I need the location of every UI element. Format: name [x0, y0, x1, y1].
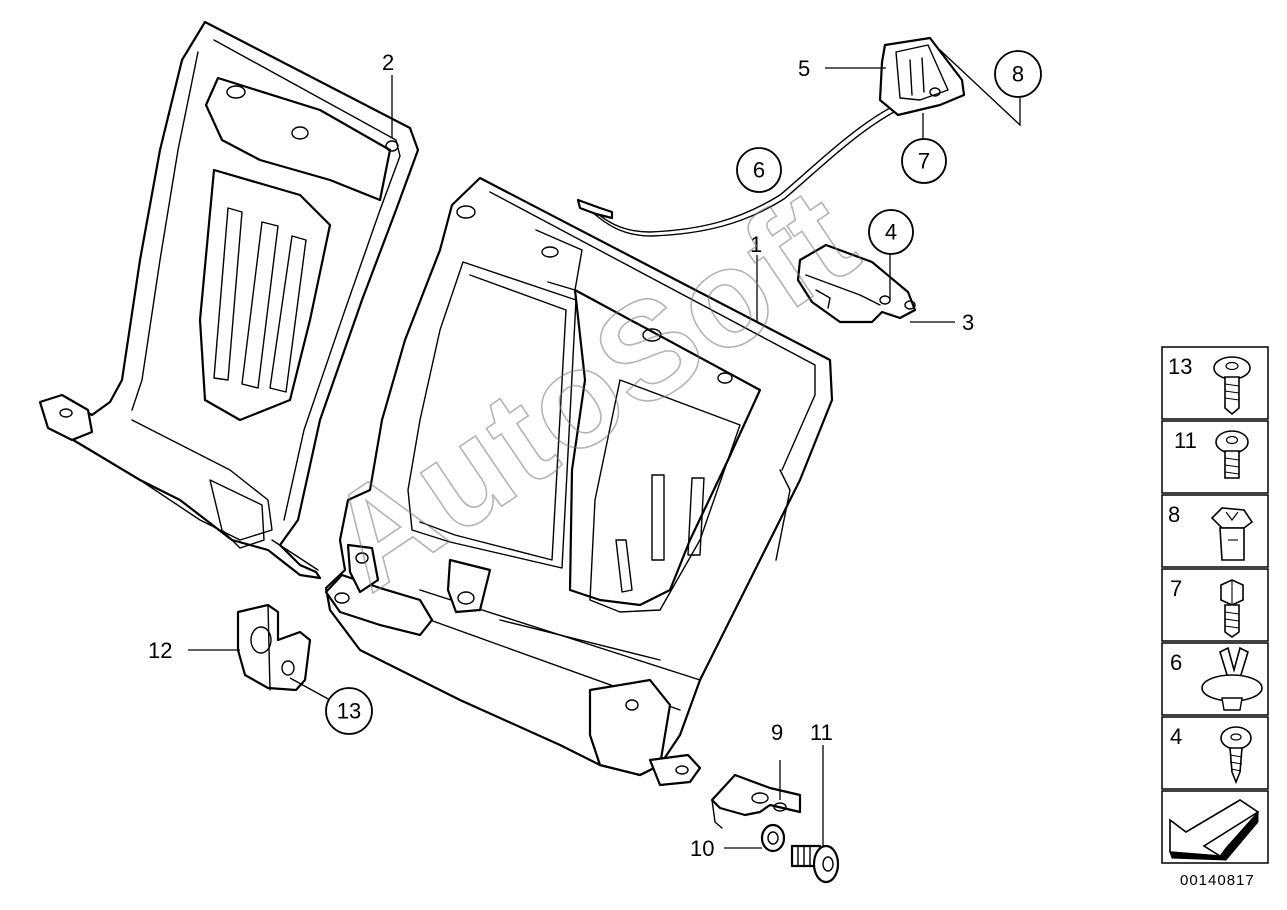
- legend-item-13: 13: [1161, 346, 1269, 420]
- callout-12: 12: [148, 638, 172, 663]
- direction-arrow-icon: [1169, 799, 1260, 861]
- callout-1: 1: [750, 232, 762, 257]
- callout-8-circle: 8: [994, 50, 1042, 98]
- svg-text:6: 6: [1170, 650, 1182, 675]
- leader-lines: [188, 49, 1021, 849]
- backrest-frame-left: [38, 20, 420, 580]
- fastener-legend: 13 11 8: [1161, 346, 1269, 864]
- svg-text:8: 8: [1168, 502, 1180, 527]
- release-handle-part-5: [878, 36, 966, 117]
- legend-item-7: 7: [1161, 568, 1269, 642]
- svg-text:7: 7: [1170, 576, 1182, 601]
- legend-arrow-box: [1161, 790, 1269, 864]
- torx-bolt-short-icon: [1215, 430, 1249, 479]
- clip-nut-icon: [1210, 507, 1254, 561]
- torx-bolt-icon: [1213, 356, 1251, 416]
- bracket-part-12: [236, 603, 312, 692]
- callout-10: 10: [690, 836, 714, 861]
- callout-9: 9: [771, 720, 783, 745]
- callout-7-circle: 7: [901, 138, 947, 184]
- document-number: 00140817: [1180, 872, 1255, 889]
- svg-text:4: 4: [1170, 724, 1182, 749]
- legend-item-6: 6: [1161, 642, 1269, 716]
- svg-text:13: 13: [337, 699, 361, 724]
- callout-13-circle: 13: [325, 687, 373, 735]
- legend-item-11: 11: [1161, 420, 1269, 494]
- expanding-rivet-icon: [1201, 646, 1263, 711]
- callout-11: 11: [810, 720, 833, 745]
- callout-5: 5: [798, 56, 810, 81]
- callout-6-circle: 6: [736, 147, 782, 193]
- bolt-part-11: [790, 844, 840, 884]
- callout-2: 2: [382, 50, 394, 75]
- hex-bolt-icon: [1220, 579, 1244, 638]
- backrest-frame-main: [324, 176, 834, 787]
- legend-item-4: 4: [1161, 716, 1269, 790]
- svg-text:4: 4: [885, 220, 897, 245]
- svg-text:7: 7: [918, 149, 930, 174]
- callout-3: 3: [962, 310, 974, 335]
- svg-text:8: 8: [1012, 62, 1024, 87]
- svg-text:11: 11: [1174, 428, 1197, 453]
- cable-part-6: [576, 107, 895, 237]
- self-tapping-screw-icon: [1220, 726, 1252, 785]
- washer-part-10: [760, 823, 786, 853]
- svg-text:6: 6: [753, 158, 765, 183]
- bracket-part-9: [710, 773, 802, 829]
- latch-part-3: [796, 243, 917, 324]
- callout-4-circle: 4: [868, 209, 914, 255]
- legend-item-8: 8: [1161, 494, 1269, 568]
- svg-text:13: 13: [1168, 354, 1192, 379]
